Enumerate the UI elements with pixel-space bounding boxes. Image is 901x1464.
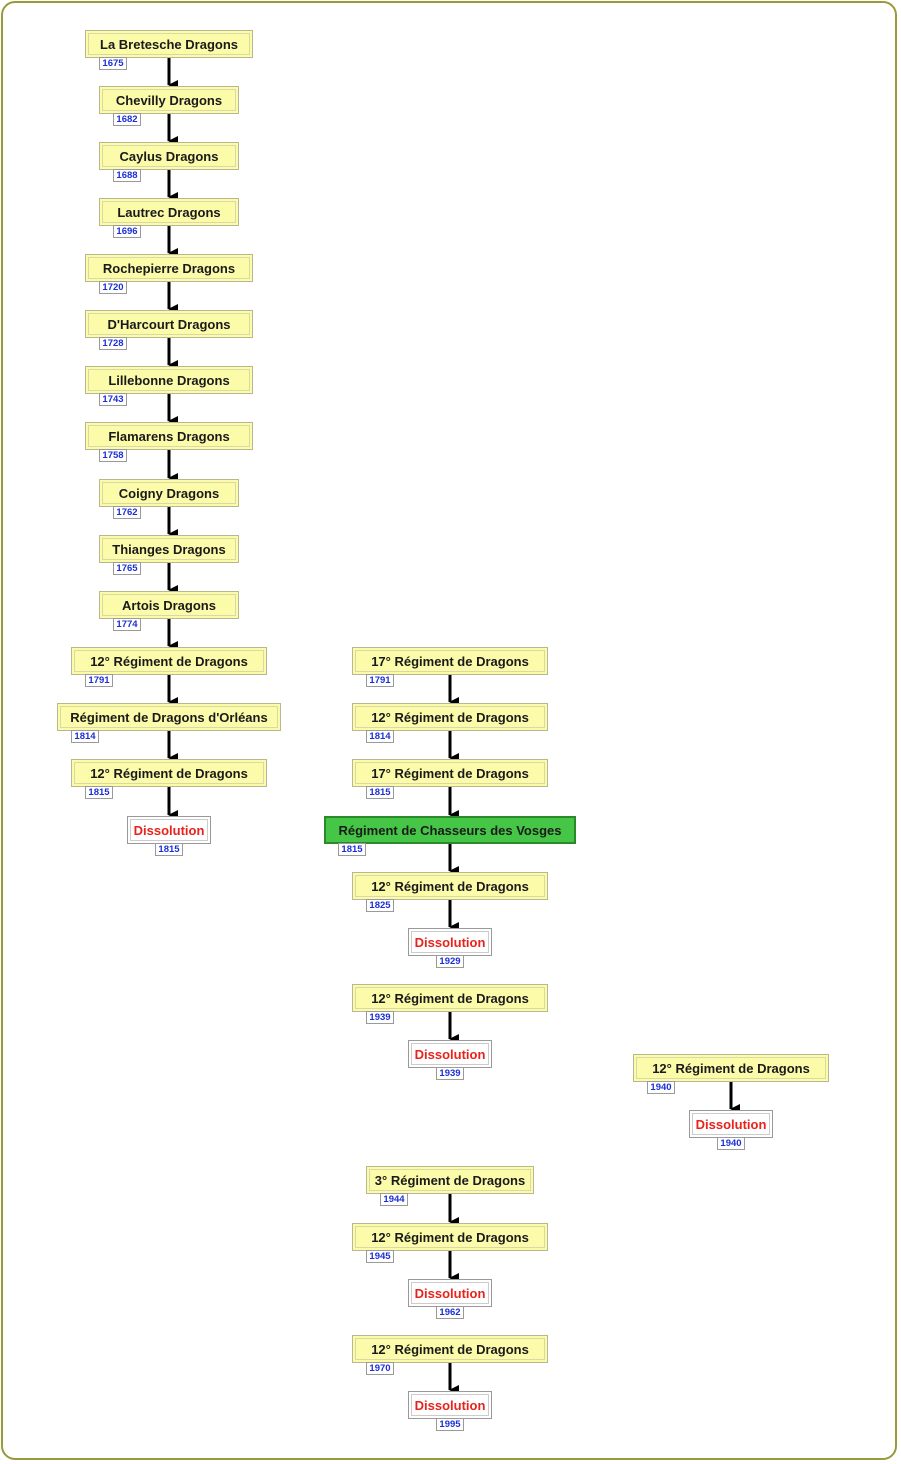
regiment-node-12-regiment-de-dragons: 12° Régiment de Dragons (352, 1223, 548, 1251)
year-label: 1814 (71, 730, 99, 743)
regiment-node-regiment-de-dragons-d-orleans: Régiment de Dragons d'Orléans (57, 703, 281, 731)
year-label: 1696 (113, 225, 141, 238)
year-label: 1825 (366, 899, 394, 912)
year-label: 1758 (99, 449, 127, 462)
year-label: 1774 (113, 618, 141, 631)
dissolution-node: Dissolution (689, 1110, 773, 1138)
dissolution-node: Dissolution (408, 1391, 492, 1419)
year-label: 1939 (366, 1011, 394, 1024)
year-label: 1791 (366, 674, 394, 687)
regiment-node-12-regiment-de-dragons: 12° Régiment de Dragons (71, 759, 267, 787)
year-label: 1815 (366, 786, 394, 799)
year-label: 1728 (99, 337, 127, 350)
regiment-node-regiment-de-chasseurs-des-vosges: Régiment de Chasseurs des Vosges (324, 816, 576, 844)
regiment-node-flamarens-dragons: Flamarens Dragons (85, 422, 253, 450)
regiment-node-artois-dragons: Artois Dragons (99, 591, 239, 619)
regiment-node-17-regiment-de-dragons: 17° Régiment de Dragons (352, 647, 548, 675)
year-label: 1765 (113, 562, 141, 575)
year-label: 1970 (366, 1362, 394, 1375)
regiment-node-lautrec-dragons: Lautrec Dragons (99, 198, 239, 226)
year-label: 1815 (338, 843, 366, 856)
year-label: 1762 (113, 506, 141, 519)
year-label: 1815 (85, 786, 113, 799)
year-label: 1929 (436, 955, 464, 968)
regiment-node-12-regiment-de-dragons: 12° Régiment de Dragons (352, 1335, 548, 1363)
year-label: 1940 (647, 1081, 675, 1094)
regiment-node-lillebonne-dragons: Lillebonne Dragons (85, 366, 253, 394)
regiment-node-12-regiment-de-dragons: 12° Régiment de Dragons (352, 703, 548, 731)
year-label: 1791 (85, 674, 113, 687)
year-label: 1814 (366, 730, 394, 743)
regiment-node-thianges-dragons: Thianges Dragons (99, 535, 239, 563)
year-label: 1939 (436, 1067, 464, 1080)
dissolution-node: Dissolution (408, 928, 492, 956)
regiment-node-coigny-dragons: Coigny Dragons (99, 479, 239, 507)
year-label: 1815 (155, 843, 183, 856)
dissolution-node: Dissolution (408, 1040, 492, 1068)
regiment-node-d-harcourt-dragons: D'Harcourt Dragons (85, 310, 253, 338)
year-label: 1675 (99, 57, 127, 70)
year-label: 1945 (366, 1250, 394, 1263)
year-label: 1743 (99, 393, 127, 406)
regiment-node-12-regiment-de-dragons: 12° Régiment de Dragons (71, 647, 267, 675)
regiment-node-la-bretesche-dragons: La Bretesche Dragons (85, 30, 253, 58)
year-label: 1940 (717, 1137, 745, 1150)
year-label: 1995 (436, 1418, 464, 1431)
regiment-node-chevilly-dragons: Chevilly Dragons (99, 86, 239, 114)
regiment-node-12-regiment-de-dragons: 12° Régiment de Dragons (352, 872, 548, 900)
year-label: 1682 (113, 113, 141, 126)
dissolution-node: Dissolution (408, 1279, 492, 1307)
regiment-node-3-regiment-de-dragons: 3° Régiment de Dragons (366, 1166, 534, 1194)
year-label: 1962 (436, 1306, 464, 1319)
regiment-node-12-regiment-de-dragons: 12° Régiment de Dragons (352, 984, 548, 1012)
regiment-node-12-regiment-de-dragons: 12° Régiment de Dragons (633, 1054, 829, 1082)
dissolution-node: Dissolution (127, 816, 211, 844)
regiment-node-caylus-dragons: Caylus Dragons (99, 142, 239, 170)
regiment-node-rochepierre-dragons: Rochepierre Dragons (85, 254, 253, 282)
year-label: 1688 (113, 169, 141, 182)
year-label: 1720 (99, 281, 127, 294)
year-label: 1944 (380, 1193, 408, 1206)
regiment-node-17-regiment-de-dragons: 17° Régiment de Dragons (352, 759, 548, 787)
